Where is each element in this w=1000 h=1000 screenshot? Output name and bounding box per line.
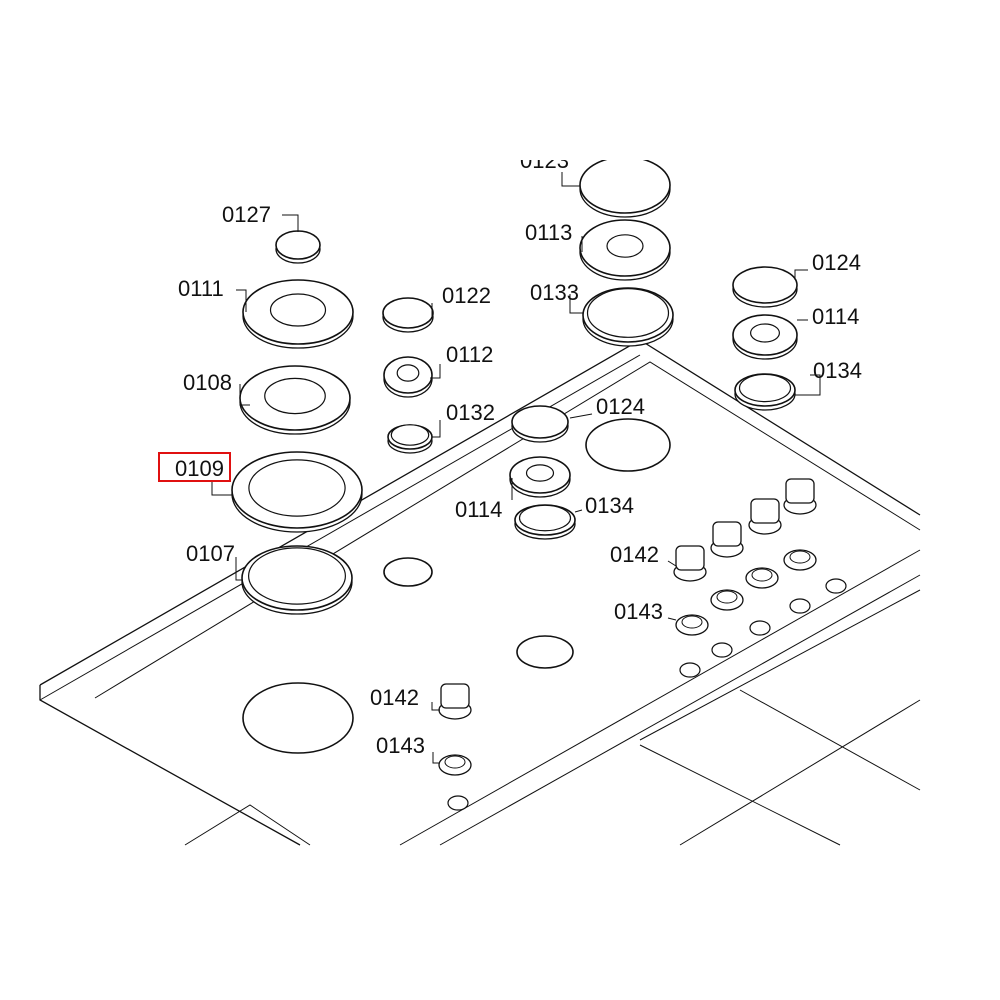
part-label-0127: 0127 (222, 202, 271, 227)
oven-frame-3 (679, 699, 921, 846)
leader-line-0 (282, 214, 299, 232)
leader-line-7 (432, 420, 441, 438)
part-label-0109: 0109 (175, 456, 224, 481)
part-label-0143: 0143 (614, 599, 663, 624)
part-0134-gasket-mid-inner (518, 504, 572, 532)
leader-line-3 (211, 480, 232, 496)
part-label-0124: 0124 (596, 394, 645, 419)
part-0114-crown-mid-inner (525, 464, 555, 482)
knob-grip-2 (750, 498, 780, 524)
burner-hole-center (516, 635, 574, 669)
part-0133-gasket-inner (586, 288, 670, 338)
diagram-viewport: 0123 0127 0111 0122 0113 0133 0124 0114 0134 0112… (0, 160, 1000, 860)
part-label-0107: 0107 (186, 541, 235, 566)
part-label-0113: 0113 (525, 220, 573, 245)
knob-hole-4 (789, 598, 811, 614)
leader-line-11 (794, 269, 808, 280)
knob-grip-1 (712, 521, 742, 547)
part-0108-burner-body-inner (264, 377, 326, 415)
knob-grip-4 (440, 683, 470, 709)
leader-line-4 (235, 557, 242, 581)
part-label-0124: 0124 (812, 250, 861, 275)
knob-grip-0 (675, 545, 705, 571)
part-0109-ring-inner (248, 459, 346, 517)
part-labels: 0123 0127 0111 0122 0113 0133 0124 0114 0134 0112… (0, 160, 1000, 860)
hob-plate-control-edge (399, 549, 921, 846)
leader-line-2 (239, 384, 250, 406)
diagram-drawing (39, 160, 921, 846)
bezel-inner-4 (444, 755, 466, 769)
leader-line-8 (561, 172, 580, 187)
part-0112-crown-inner (396, 364, 420, 382)
part-label-0112: 0112 (446, 342, 494, 367)
part-0122-cap (382, 297, 434, 329)
part-label-0134: 0134 (585, 493, 634, 518)
part-label-0142: 0142 (370, 685, 419, 710)
oven-frame-4 (739, 689, 921, 791)
part-label-0123: 0123 (520, 160, 569, 173)
part-label-0114: 0114 (455, 497, 503, 522)
hob-plate-control-edge-2 (439, 574, 921, 846)
oven-frame-5 (639, 744, 841, 846)
part-label-0114: 0114 (812, 304, 860, 329)
part-0111-crown-inner (269, 293, 327, 327)
part-0124-cap-mid (511, 405, 569, 439)
part-label-0108: 0108 (183, 370, 232, 395)
leader-line-13 (795, 374, 821, 396)
part-label-0134: 0134 (813, 358, 862, 383)
part-label-0142: 0142 (610, 542, 659, 567)
part-label-0143: 0143 (376, 733, 425, 758)
knob-hole-5 (825, 578, 847, 594)
part-0123-cap (579, 160, 671, 214)
part-0113-crown-inner (606, 234, 644, 258)
burner-hole-front-left (242, 682, 354, 754)
knob-hole-1 (679, 662, 701, 678)
part-0134-gasket-right-inner (738, 373, 792, 403)
part-0114-crown-right-inner (749, 323, 780, 343)
bezel-inner-0 (681, 615, 703, 629)
part-label-0132: 0132 (446, 400, 495, 425)
part-label-0111: 0111 (178, 276, 224, 301)
burner-hole-left (383, 557, 433, 587)
bezel-inner-2 (751, 568, 773, 582)
knob-hole-2 (711, 642, 733, 658)
knob-hole-0 (447, 795, 469, 811)
oven-frame-2 (639, 589, 921, 741)
part-label-0122: 0122 (442, 283, 491, 308)
leader-line-10 (569, 294, 583, 314)
knob-grip-3 (785, 478, 815, 504)
leader-line-16 (574, 509, 583, 513)
burner-hole-rear-right (585, 418, 671, 472)
bezel-inner-1 (716, 590, 738, 604)
leader-line-1 (236, 289, 247, 312)
part-0124-cap-right (732, 266, 798, 304)
part-label-0133: 0133 (530, 280, 579, 305)
leader-line-14 (569, 413, 593, 419)
part-0107-gasket-inner (248, 547, 347, 605)
leader-line-20 (432, 752, 440, 764)
oven-frame (184, 804, 311, 846)
leader-line-19 (431, 702, 440, 711)
leader-line-17 (667, 560, 677, 567)
leader-line-6 (430, 364, 441, 379)
highlight-box-0109 (158, 452, 231, 482)
leader-line-18 (667, 617, 677, 621)
knob-hole-3 (749, 620, 771, 636)
part-0132-gasket-inner (390, 424, 430, 446)
bezel-inner-3 (789, 550, 811, 564)
